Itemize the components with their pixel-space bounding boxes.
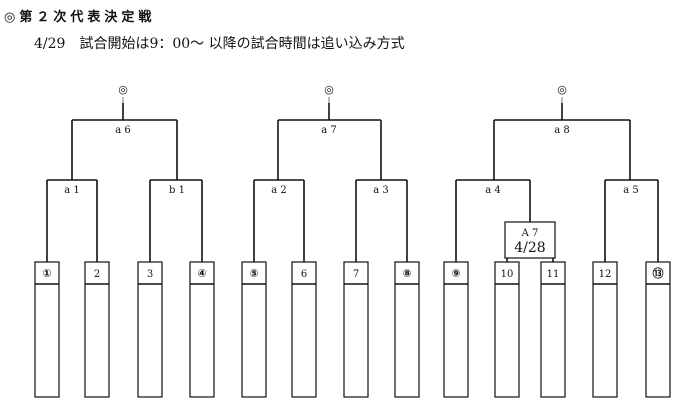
- team-slot: ⑤: [241, 261, 267, 398]
- team-number: ⑤: [249, 267, 258, 280]
- team-column-box: [592, 261, 618, 398]
- team-number: 2: [94, 269, 100, 280]
- team-slot: 6: [291, 261, 317, 398]
- bracket-group-3: [455, 97, 659, 262]
- team-number: 10: [501, 269, 514, 280]
- team-column-box: [189, 261, 215, 398]
- team-number: ①: [42, 267, 51, 280]
- prelim-date: 4/28: [514, 240, 545, 256]
- team-column-box: [394, 261, 420, 398]
- team-number: ⑬: [653, 266, 664, 280]
- team-column-box: [540, 261, 566, 398]
- team-column-box: [137, 261, 163, 398]
- team-column-box: [443, 261, 469, 398]
- team-column-box: [34, 261, 60, 398]
- final-match-label: a 8: [554, 125, 570, 136]
- team-columns: ① 2 3 ④ ⑤ 6 7 ⑧ ⑨ 10 11 12 ⑬: [34, 261, 671, 398]
- team-number: 12: [599, 269, 612, 280]
- match-label: a 1: [64, 185, 80, 196]
- team-slot: ⑨: [443, 261, 469, 398]
- bracket-group-1: [46, 97, 203, 262]
- champion-mark: ◎: [118, 83, 128, 96]
- final-match-label: a 7: [321, 125, 337, 136]
- team-number: 6: [301, 269, 307, 280]
- match-label: b 1: [169, 185, 185, 196]
- team-slot: ④: [189, 261, 215, 398]
- bracket-group-2: [253, 97, 408, 262]
- match-label: a 2: [271, 185, 287, 196]
- match-label: a 3: [373, 185, 389, 196]
- page-title: ◎第２次代表決定戦: [4, 10, 156, 25]
- prelim-box: [504, 221, 556, 259]
- team-column-box: [494, 261, 520, 398]
- match-label: a 5: [623, 185, 639, 196]
- team-number: 11: [547, 269, 560, 280]
- champion-mark: ◎: [557, 83, 567, 96]
- champion-mark: ◎: [324, 83, 334, 96]
- schedule-note: 4/29 試合開始は9：00～ 以降の試合時間は追い込み方式: [34, 36, 405, 52]
- team-number: ④: [197, 267, 206, 280]
- team-number: 3: [147, 269, 153, 280]
- team-slot: 7: [343, 261, 369, 398]
- team-column-box: [645, 261, 671, 398]
- team-slot: 11: [540, 261, 566, 398]
- team-column-box: [84, 261, 110, 398]
- team-number: ⑧: [402, 267, 411, 280]
- team-slot: 10: [494, 261, 520, 398]
- team-number: ⑨: [451, 267, 460, 280]
- match-label: a 4: [485, 185, 501, 196]
- team-column-box: [343, 261, 369, 398]
- team-column-box: [241, 261, 267, 398]
- team-slot: 2: [84, 261, 110, 398]
- team-slot: 3: [137, 261, 163, 398]
- team-slot: 12: [592, 261, 618, 398]
- team-column-box: [291, 261, 317, 398]
- team-number: 7: [353, 269, 359, 280]
- team-slot: ⑧: [394, 261, 420, 398]
- prelim-label: A 7: [521, 228, 539, 239]
- final-match-label: a 6: [115, 125, 131, 136]
- team-slot: ⑬: [645, 261, 671, 398]
- team-slot: ①: [34, 261, 60, 398]
